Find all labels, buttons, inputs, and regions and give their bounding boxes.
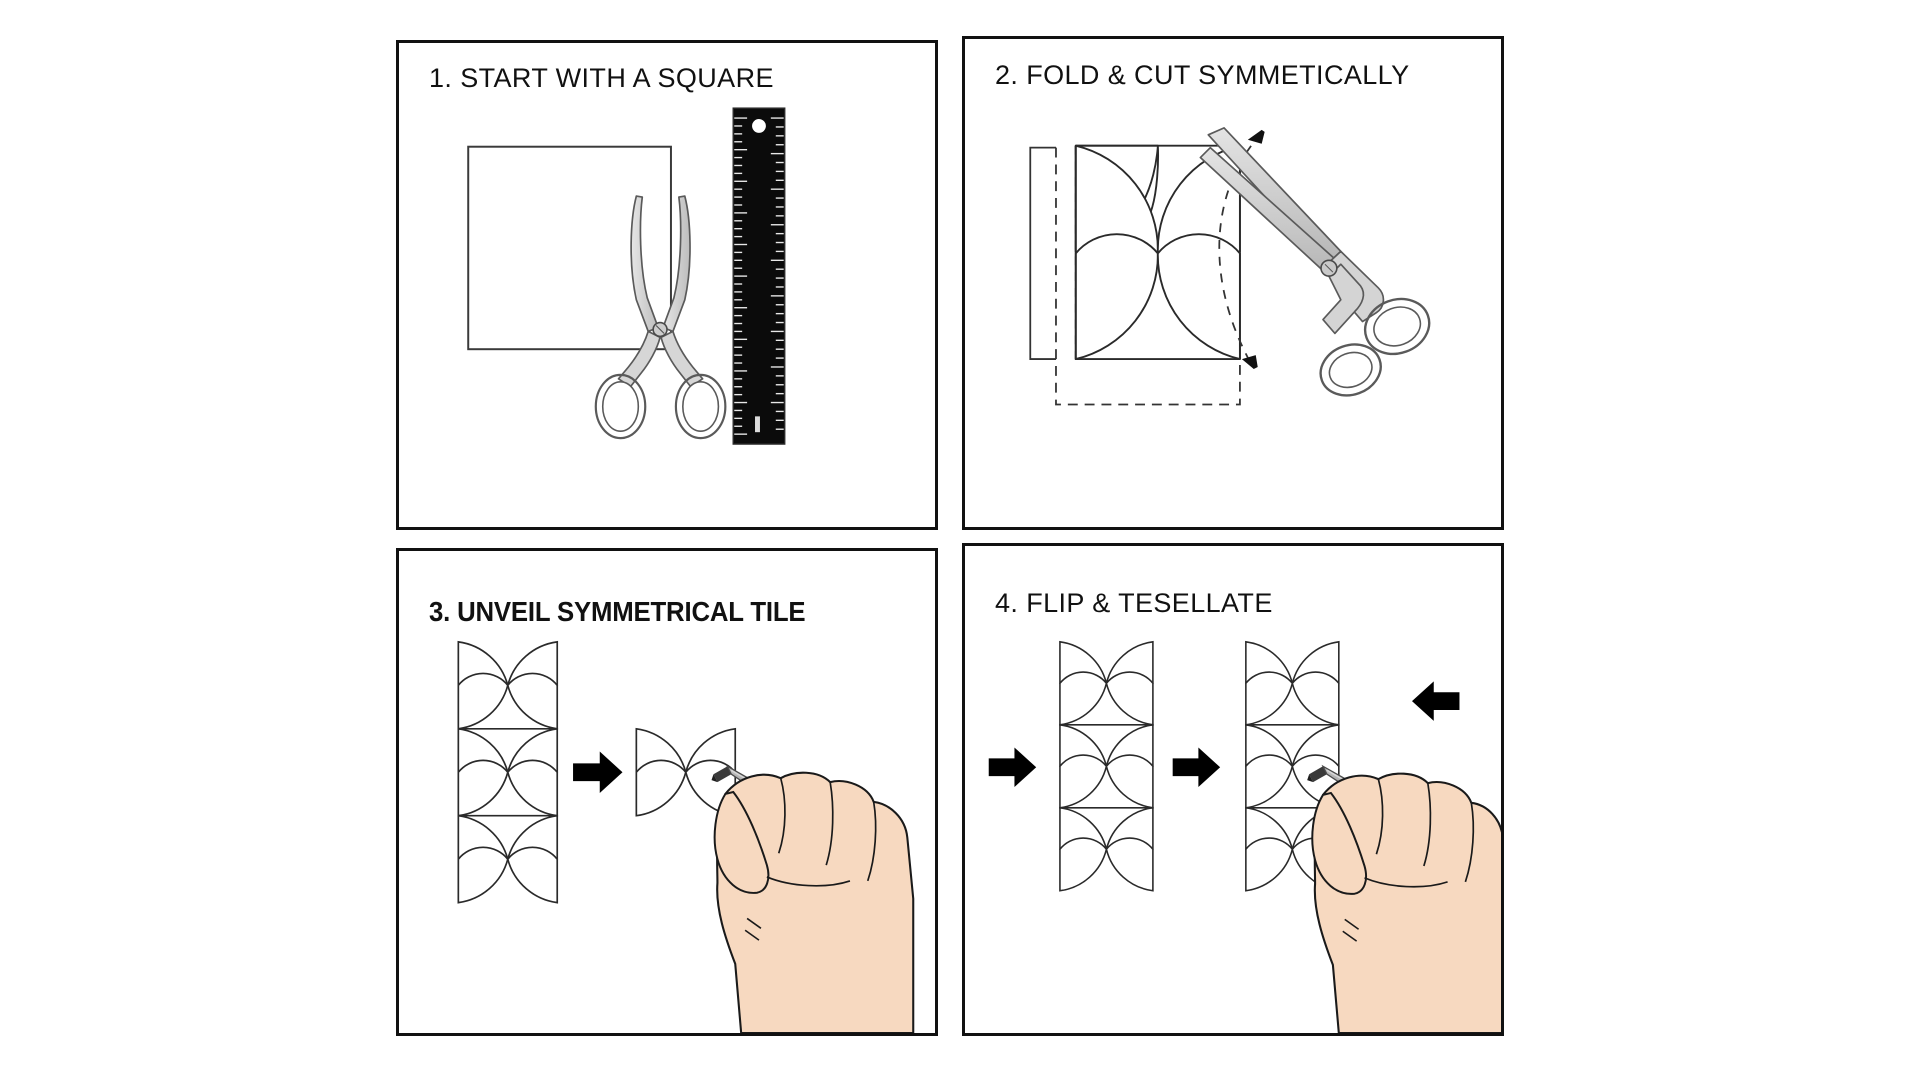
fold-bracket <box>1029 146 1056 360</box>
arrow-left <box>1411 681 1460 721</box>
cut-arc-arrow-down <box>1241 355 1258 369</box>
petal-motif-cut <box>1074 144 1241 361</box>
panel-2-illustration <box>965 39 1501 527</box>
scissors <box>594 195 727 440</box>
arrow-right <box>573 751 623 793</box>
hand-with-pencil <box>1307 764 1501 1033</box>
panel-1-illustration <box>399 43 935 527</box>
panel-3-illustration <box>399 551 935 1033</box>
tile-column <box>457 641 559 904</box>
panel-4-title: 4. FLIP & TESELLATE <box>995 588 1273 618</box>
panel-step-4: 4. FLIP & TESELLATE <box>962 543 1504 1036</box>
panel-4-illustration <box>965 546 1501 1033</box>
arrow-right-inner <box>1172 747 1221 788</box>
panel-step-2: 2. FOLD & CUT SYMMETICALLY <box>962 36 1504 530</box>
panel-1-title: 1. START WITH A SQUARE <box>429 63 774 93</box>
arrow-right-outer <box>988 747 1037 788</box>
panel-step-3: 3. UNVEIL SYMMETRICAL TILE <box>396 548 938 1036</box>
tile-block-a <box>1059 641 1154 892</box>
panel-3-title: 3. UNVEIL SYMMETRICAL TILE <box>429 596 806 627</box>
ruler <box>732 107 786 445</box>
panel-2-title: 2. FOLD & CUT SYMMETICALLY <box>995 60 1410 90</box>
unfold-outline-dashed <box>1055 147 1241 406</box>
panel-step-1: 1. START WITH A SQUARE <box>396 40 938 530</box>
cut-arc-arrow-up <box>1247 129 1265 144</box>
hand-with-pencil <box>711 764 915 1033</box>
scissors-angled <box>1199 127 1431 397</box>
